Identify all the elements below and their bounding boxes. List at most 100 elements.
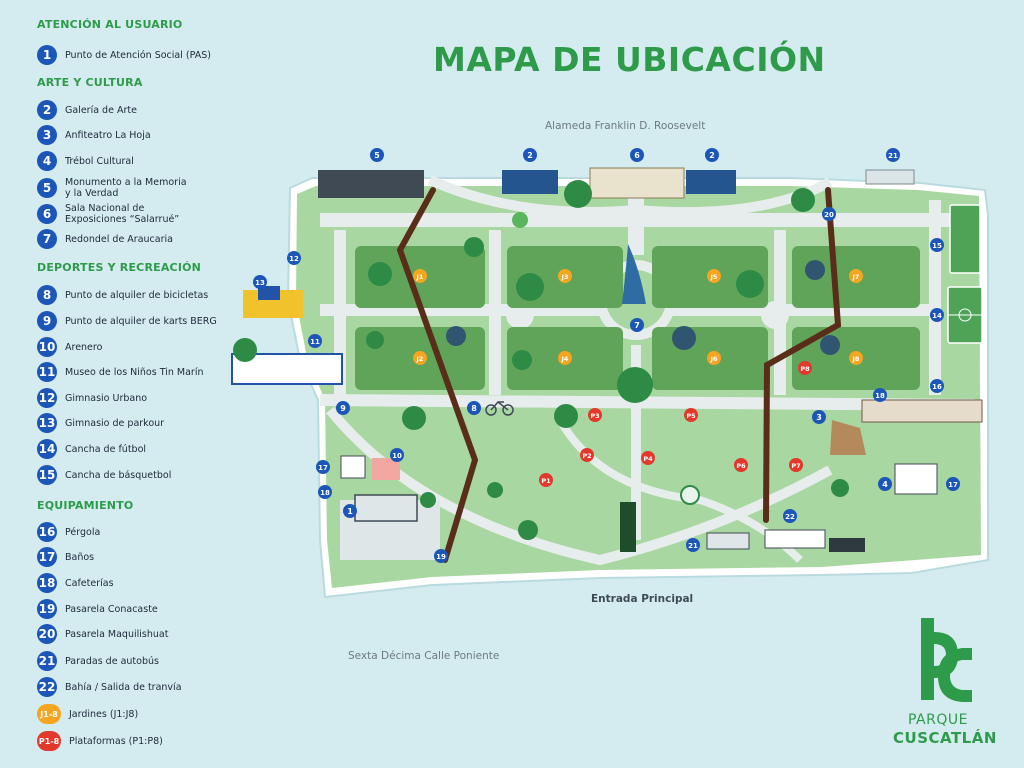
legend-item-1[interactable]: 1 Punto de Atención Social (PAS) xyxy=(37,43,297,67)
garden-j8: J8 xyxy=(849,351,863,365)
legend-item-3[interactable]: 3 Anfiteatro La Hoja xyxy=(37,123,297,147)
marker-label: 1 xyxy=(347,507,353,516)
legend-label: Arenero xyxy=(65,341,103,353)
platform-label: P6 xyxy=(736,462,746,470)
marker-badge: 17 xyxy=(37,547,57,567)
marker-14: 14 xyxy=(930,308,944,322)
marker-badge: 14 xyxy=(37,439,57,459)
entrance-label: Entrada Principal xyxy=(591,593,694,605)
legend-item-platforms[interactable]: P1-8 Plataformas (P1:P8) xyxy=(37,729,297,753)
legend-item-5[interactable]: 5 Monumento a la Memoria y la Verdad xyxy=(37,176,297,200)
marker-label: 17 xyxy=(318,464,328,472)
legend-item-17[interactable]: 17 Baños xyxy=(37,545,297,569)
legend-item-11[interactable]: 11 Museo de los Niños Tin Marín xyxy=(37,360,297,384)
legend-item-10[interactable]: 10 Arenero xyxy=(37,335,297,359)
legend-item-9[interactable]: 9 Punto de alquiler de karts BERG xyxy=(37,309,297,333)
legend-item-4[interactable]: 4 Trébol Cultural xyxy=(37,149,297,173)
location-markers[interactable]: 5 2 6 2 21 20 15 14 13 12 11 9 8 7 3 18 … xyxy=(253,148,960,563)
marker-badge: 2 xyxy=(37,100,57,120)
legend-label: Monumento a la Memoria y la Verdad xyxy=(65,177,187,199)
legend-label: Cafeterías xyxy=(65,577,114,589)
legend-item-8[interactable]: 8 Punto de alquiler de bicicletas xyxy=(37,283,297,307)
marker-badge: 22 xyxy=(37,677,57,697)
marker-11: 11 xyxy=(308,334,322,348)
platform-p8: P8 xyxy=(798,361,812,375)
legend-label: Jardines (J1:J8) xyxy=(69,708,139,720)
marker-label: 19 xyxy=(436,553,446,561)
marker-22: 22 xyxy=(783,509,797,523)
marker-badge: 10 xyxy=(37,337,57,357)
legend-item-2[interactable]: 2 Galería de Arte xyxy=(37,98,297,122)
marker-badge: 13 xyxy=(37,413,57,433)
marker-5: 5 xyxy=(370,148,384,162)
marker-badge: 12 xyxy=(37,388,57,408)
legend-label: Paradas de autobús xyxy=(65,655,159,667)
garden-j1: J1 xyxy=(413,269,427,283)
legend-label: Cancha de básquetbol xyxy=(65,469,172,481)
marker-13: 13 xyxy=(253,275,267,289)
marker-10: 10 xyxy=(390,448,404,462)
platform-label: P3 xyxy=(590,412,599,420)
legend-item-18[interactable]: 18 Cafeterías xyxy=(37,571,297,595)
platform-label: P1 xyxy=(541,477,551,485)
platform-p3: P3 xyxy=(588,408,602,422)
garden-j7: J7 xyxy=(849,269,863,283)
legend-label: Punto de alquiler de bicicletas xyxy=(65,289,209,301)
marker-9: 9 xyxy=(336,401,350,415)
platform-markers[interactable]: P1 P2 P3 P4 P5 P6 P7 P8 xyxy=(539,361,812,487)
marker-21: 21 xyxy=(886,148,900,162)
legend-label: Trébol Cultural xyxy=(65,155,134,167)
legend-item-6[interactable]: 6 Sala Nacional de Exposiciones “Salarru… xyxy=(37,202,297,226)
marker-label: 20 xyxy=(824,211,834,219)
marker-18: 18 xyxy=(873,388,887,402)
marker-17: 17 xyxy=(946,477,960,491)
legend-section-title: ATENCIÓN AL USUARIO xyxy=(37,18,183,31)
marker-12: 12 xyxy=(287,251,301,265)
legend-item-21[interactable]: 21 Paradas de autobús xyxy=(37,649,297,673)
marker-label: 15 xyxy=(932,242,942,250)
marker-label: 2 xyxy=(709,151,715,160)
legend-item-20[interactable]: 20 Pasarela Maquilishuat xyxy=(37,622,297,646)
legend-item-14[interactable]: 14 Cancha de fútbol xyxy=(37,437,297,461)
garden-j2: J2 xyxy=(413,351,427,365)
legend-label: Museo de los Niños Tin Marín xyxy=(65,366,204,378)
marker-label: 21 xyxy=(688,542,698,550)
legend-item-22[interactable]: 22 Bahía / Salida de tranvía xyxy=(37,675,297,699)
legend-item-gardens[interactable]: J1-8 Jardines (J1:J8) xyxy=(37,702,297,726)
garden-label: J8 xyxy=(852,355,860,363)
marker-label: 18 xyxy=(320,489,330,497)
legend-label: Punto de Atención Social (PAS) xyxy=(65,49,211,61)
garden-j4: J4 xyxy=(558,351,572,365)
platform-label: P4 xyxy=(643,455,653,463)
marker-17b: 17 xyxy=(316,460,330,474)
legend-item-16[interactable]: 16 Pérgola xyxy=(37,520,297,544)
garden-label: J1 xyxy=(416,273,424,281)
platform-label: P7 xyxy=(791,462,800,470)
garden-badge: J1-8 xyxy=(37,704,61,724)
marker-6: 6 xyxy=(630,148,644,162)
pasarelas xyxy=(396,187,842,563)
legend-panel: ATENCIÓN AL USUARIO 1 Punto de Atención … xyxy=(0,0,300,768)
garden-label: J3 xyxy=(561,273,569,281)
marker-label: 5 xyxy=(374,151,380,160)
garden-markers[interactable]: J1 J3 J5 J7 J2 J4 J6 J8 xyxy=(413,269,863,365)
legend-item-7[interactable]: 7 Redondel de Araucaria xyxy=(37,227,297,251)
legend-item-12[interactable]: 12 Gimnasio Urbano xyxy=(37,386,297,410)
garden-j5: J5 xyxy=(707,269,721,283)
marker-badge: 11 xyxy=(37,362,57,382)
platform-p5: P5 xyxy=(684,408,698,422)
garden-label: J4 xyxy=(561,355,569,363)
marker-badge: 5 xyxy=(37,178,57,198)
marker-2b: 2 xyxy=(705,148,719,162)
legend-item-13[interactable]: 13 Gimnasio de parkour xyxy=(37,411,297,435)
marker-20: 20 xyxy=(822,207,836,221)
legend-item-15[interactable]: 15 Cancha de básquetbol xyxy=(37,463,297,487)
marker-label: 13 xyxy=(255,279,265,287)
marker-label: 22 xyxy=(785,513,795,521)
legend-label: Punto de alquiler de karts BERG xyxy=(65,315,217,327)
marker-badge: 19 xyxy=(37,599,57,619)
legend-item-19[interactable]: 19 Pasarela Conacaste xyxy=(37,597,297,621)
marker-label: 10 xyxy=(392,452,402,460)
garden-j6: J6 xyxy=(707,351,721,365)
